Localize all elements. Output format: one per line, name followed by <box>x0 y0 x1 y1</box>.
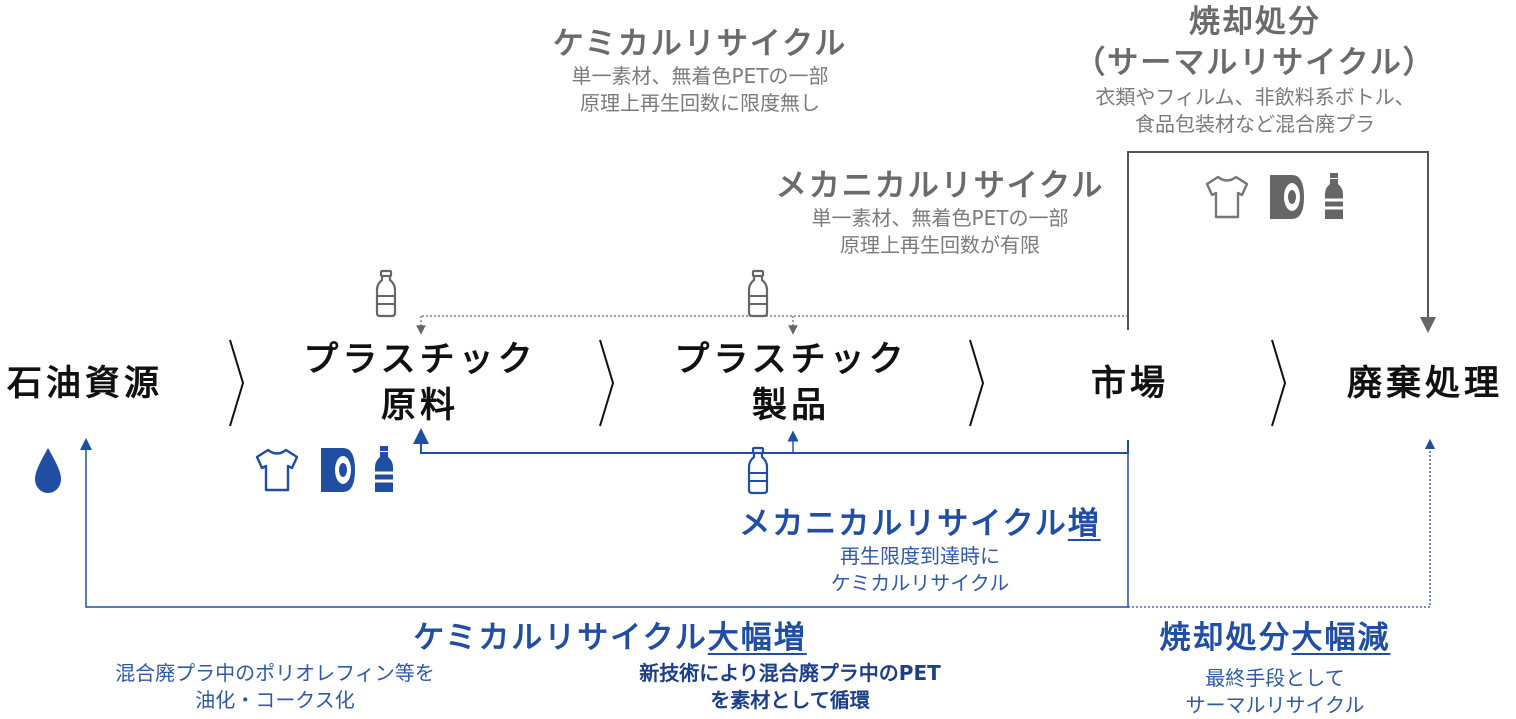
tshirt-icon <box>1205 175 1249 219</box>
stage-products-line-1: プラスチック <box>674 340 908 380</box>
incineration-decrease: 焼却処分大幅減 最終手段として サーマルリサイクル <box>1130 612 1420 719</box>
film-roll-icon <box>1270 175 1304 219</box>
tshirt-icon <box>255 448 299 492</box>
stage-raw-materials: プラスチック 原料 <box>280 337 560 429</box>
mechanical-increase-title-main: メカニカルリサイクル <box>739 506 1068 542</box>
bottle-icon <box>1325 173 1343 219</box>
bottle-icon <box>375 269 397 318</box>
mechanical-recycle-desc-1: 単一素材、無着色PETの一部 <box>811 206 1069 230</box>
chevron-3 <box>969 339 985 427</box>
incineration-desc-1: 衣類やフィルム、非飲料系ボトル、 <box>1095 85 1415 109</box>
incineration-title: 焼却処分 <box>1189 4 1321 40</box>
mechanical-recycle-top: メカニカルリサイクル 単一素材、無着色PETの一部 原理上再生回数が有限 <box>740 160 1140 259</box>
incineration-decrease-title: 焼却処分大幅減 <box>1130 612 1420 657</box>
chemical-increase-left-1: 混合廃プラ中のポリオレフィン等を <box>115 661 435 685</box>
chemical-big-loop <box>80 438 1129 608</box>
incineration-decrease-desc-1: 最終手段として <box>1205 666 1345 690</box>
incineration-subtitle: （サーマルリサイクル） <box>1074 45 1436 81</box>
oil-drop-icon <box>35 448 61 493</box>
stage-oil-resources: 石油資源 <box>6 364 163 404</box>
stage-raw-materials-line-1: プラスチック <box>303 340 537 380</box>
chemical-increase-mid-1: 新技術により混合廃プラ中のPET <box>639 661 941 685</box>
chevron-1 <box>229 339 245 427</box>
chemical-increase-mid-desc: 新技術により混合廃プラ中のPET を素材として循環 <box>570 660 1010 714</box>
chemical-recycle-increase-title: ケミカルリサイクル大幅増 <box>370 612 850 657</box>
mechanical-recycle-desc-2: 原理上再生回数が有限 <box>840 233 1040 257</box>
chevron-4 <box>1271 339 1287 427</box>
chemical-increase-left-desc: 混合廃プラ中のポリオレフィン等を 油化・コークス化 <box>45 660 505 714</box>
incineration-decrease-title-emph: 大幅減 <box>1291 620 1391 656</box>
chemical-recycle-desc-1: 単一素材、無着色PETの一部 <box>571 64 829 88</box>
incineration-decrease-loop <box>1128 438 1436 608</box>
chemical-increase-mid-2: を素材として循環 <box>710 688 870 712</box>
chemical-increase-title-emph: 大幅増 <box>707 620 807 656</box>
film-roll-icon <box>321 448 355 492</box>
bottle-icon <box>747 269 769 318</box>
stage-market: 市場 <box>1090 364 1169 404</box>
mechanical-loop <box>413 428 1129 454</box>
chemical-increase-left-2: 油化・コークス化 <box>195 688 355 712</box>
mechanical-recycle-title: メカニカルリサイクル <box>775 168 1105 204</box>
mechanical-increase-title-emph: 増 <box>1067 506 1101 542</box>
incineration-loop <box>1127 151 1436 333</box>
incineration-top: 焼却処分 （サーマルリサイクル） 衣類やフィルム、非飲料系ボトル、 食品包装材な… <box>1070 2 1440 138</box>
stage-raw-materials-line-2: 原料 <box>380 386 459 426</box>
mechanical-increase-title: メカニカルリサイクル増 <box>700 498 1140 543</box>
chemical-top-loop <box>416 315 1128 335</box>
chemical-recycle-top: ケミカルリサイクル 単一素材、無着色PETの一部 原理上再生回数に限度無し <box>500 18 900 117</box>
stage-disposal: 廃棄処理 <box>1346 364 1503 404</box>
stage-products-line-2: 製品 <box>751 386 830 426</box>
mechanical-increase-desc-2: ケミカルリサイクル <box>830 571 1010 595</box>
chemical-increase-title-main: ケミカルリサイクル <box>413 620 708 656</box>
chemical-recycle-title: ケミカルリサイクル <box>552 26 848 62</box>
incineration-desc-2: 食品包装材など混合廃プラ <box>1135 112 1375 136</box>
stage-chevrons <box>229 339 1287 427</box>
bottle-icon <box>747 446 769 495</box>
chevron-2 <box>599 339 615 427</box>
stage-products: プラスチック 製品 <box>651 337 931 429</box>
incineration-decrease-desc-2: サーマルリサイクル <box>1185 693 1365 717</box>
incineration-decrease-title-main: 焼却処分 <box>1159 620 1292 656</box>
bottle-icon <box>375 446 393 492</box>
chemical-recycle-desc-2: 原理上再生回数に限度無し <box>580 91 820 115</box>
mechanical-increase-desc-1: 再生限度到達時に <box>840 544 1000 568</box>
mechanical-recycle-increase: メカニカルリサイクル増 再生限度到達時に ケミカルリサイクル <box>700 498 1140 597</box>
